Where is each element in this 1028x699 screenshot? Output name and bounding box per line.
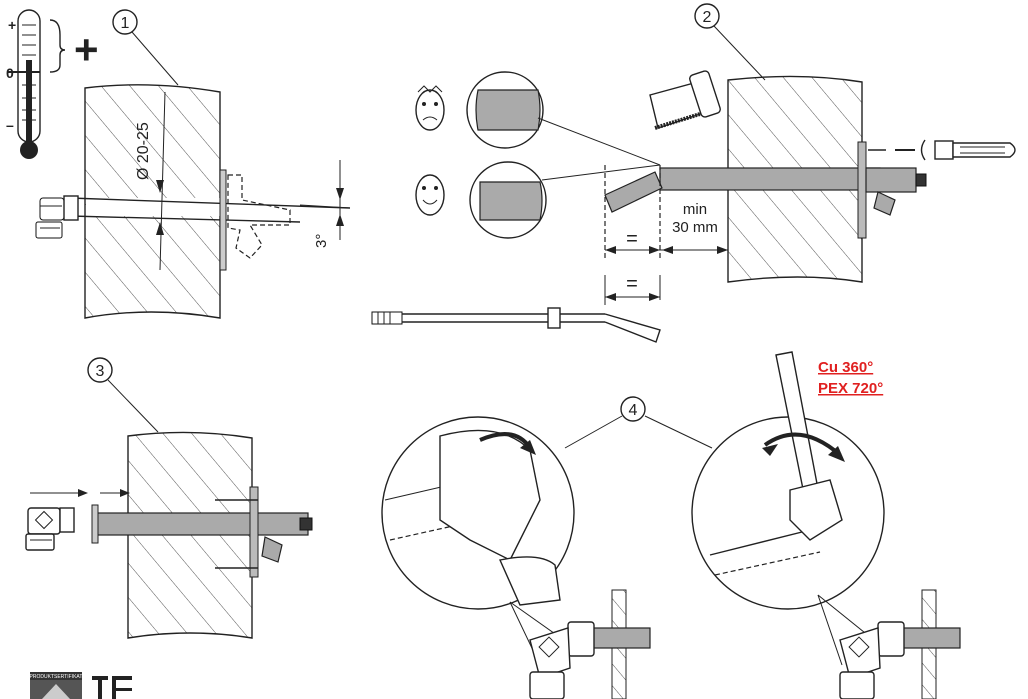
step-2-dimensions	[604, 165, 729, 305]
step-2-pipe	[659, 167, 881, 191]
happy-face-icon	[415, 174, 445, 216]
step-3-elbow-fitting	[25, 507, 75, 551]
step-2-number: 2	[703, 9, 712, 26]
step-4-number: 4	[629, 402, 638, 419]
tg-mark-logo	[92, 676, 132, 699]
step-4-fitting-right	[839, 589, 961, 699]
elbow-fitting-icon	[35, 195, 79, 239]
step-2-min-label: min	[683, 201, 707, 218]
step-2-equal-2: =	[626, 273, 638, 295]
bad-cut-detail	[466, 71, 544, 149]
step-1-angle: 3°	[313, 234, 330, 248]
thermometer-icon	[8, 9, 66, 159]
pex-rotation-label: PEX 720°	[818, 380, 883, 397]
step-2-badge	[694, 3, 720, 29]
step-2-flange	[857, 141, 867, 239]
step-2-faucet	[865, 149, 927, 216]
thermo-plus-label: +	[8, 17, 16, 33]
product-certificate-logo: PRODUKTSERTIFIKAT	[30, 672, 83, 699]
wrench-tighten-detail	[691, 351, 885, 610]
hand-tighten-detail	[381, 416, 575, 610]
step-2-min-value: 30 mm	[672, 219, 718, 236]
step-2-cut-piece	[604, 171, 663, 213]
thermo-minus-label: –	[6, 117, 14, 133]
good-cut-detail	[469, 161, 547, 239]
flexible-hose-icon	[371, 307, 661, 343]
step-2-equal-1: =	[626, 228, 638, 250]
cu-rotation-label: Cu 360°	[818, 359, 873, 376]
thermo-big-plus: +	[74, 26, 99, 73]
step-1-badge	[112, 9, 138, 35]
thermo-zero-label: 0	[6, 65, 14, 81]
sad-face-icon	[415, 85, 445, 131]
step-4-badge	[620, 396, 646, 422]
step-3-pipe	[95, 512, 309, 536]
screwdriver-icon	[895, 139, 1016, 161]
step-3-number: 3	[96, 363, 105, 380]
step-1-number: 1	[121, 15, 130, 32]
hacksaw-icon	[649, 70, 721, 130]
svg-text:PRODUKTSERTIFIKAT: PRODUKTSERTIFIKAT	[30, 674, 83, 680]
push-arrows	[30, 489, 130, 497]
step-1-wall	[69, 84, 351, 319]
step-3-badge	[87, 357, 113, 383]
step-1-diameter: Ø 20-25	[135, 122, 152, 180]
step-4-fitting-left	[529, 589, 651, 699]
